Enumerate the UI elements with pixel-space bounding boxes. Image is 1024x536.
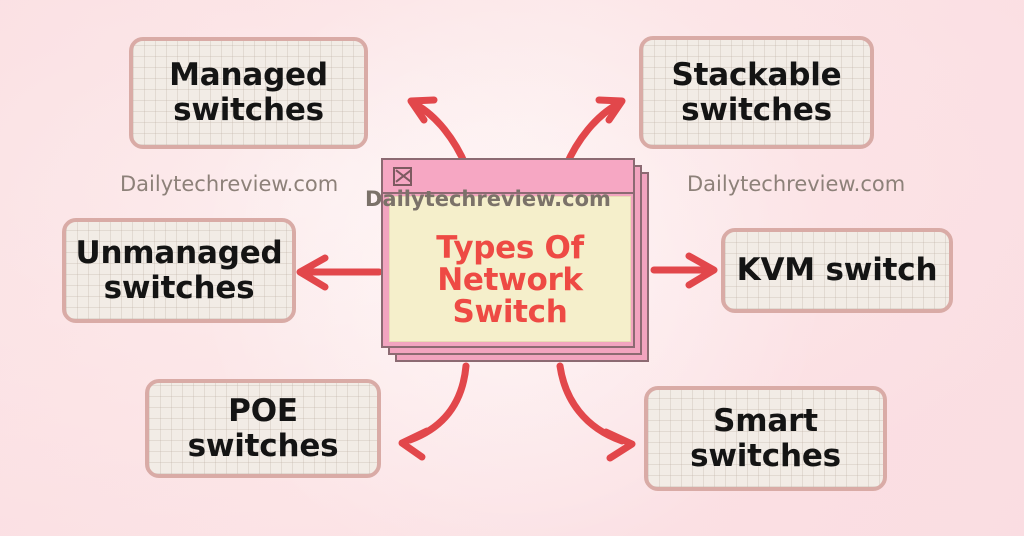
watermark-center: Dailytechreview.com (365, 187, 611, 211)
watermark-left: Dailytechreview.com (120, 172, 339, 196)
arrow-to-managed-icon (407, 96, 470, 170)
node-stackable-switches-label: Stackable switches (671, 56, 842, 128)
watermark-right: Dailytechreview.com (687, 172, 906, 196)
center-title: Types Of Network Switch (436, 229, 584, 331)
node-stackable-switches[interactable]: Stackable switches (639, 36, 874, 149)
center-card-stack[interactable]: Types Of Network Switch (381, 158, 651, 363)
arrow-to-poe-icon (398, 362, 470, 461)
node-unmanaged-switches[interactable]: Unmanaged switches (62, 218, 296, 323)
node-smart-switches-label: Smart switches (690, 402, 841, 474)
node-smart-switches[interactable]: Smart switches (644, 386, 887, 491)
arrow-to-kvm-icon (650, 252, 718, 289)
node-managed-switches[interactable]: Managed switches (129, 37, 368, 149)
node-poe-switches[interactable]: POE switches (145, 379, 381, 478)
arrow-to-stackable-icon (562, 96, 626, 170)
arrow-to-unmanaged-icon (296, 254, 383, 291)
close-window-icon[interactable] (393, 167, 412, 186)
card-body: Types Of Network Switch (389, 196, 631, 342)
node-unmanaged-switches-label: Unmanaged switches (75, 234, 283, 306)
node-kvm-switch[interactable]: KVM switch (721, 228, 953, 313)
node-kvm-switch-label: KVM switch (736, 252, 938, 289)
card-layer-front[interactable]: Types Of Network Switch (381, 158, 635, 348)
node-poe-switches-label: POE switches (187, 392, 339, 464)
node-managed-switches-label: Managed switches (169, 57, 328, 128)
arrow-to-smart-icon (556, 362, 636, 462)
